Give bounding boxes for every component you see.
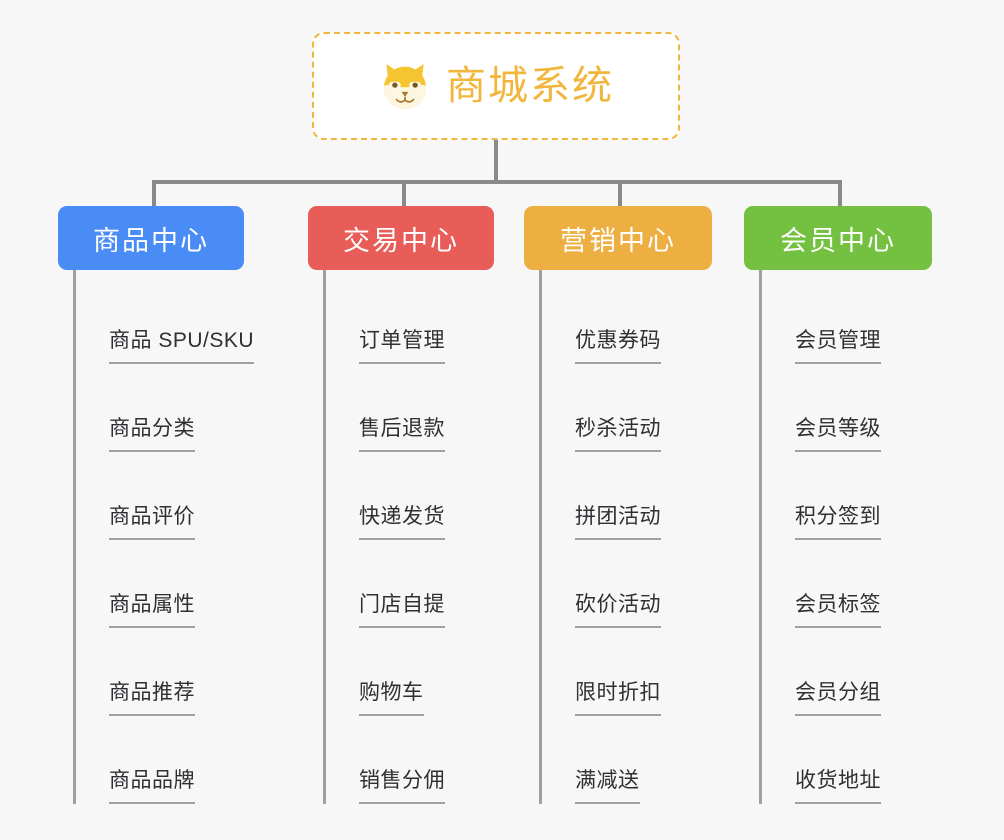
leaf-label: 砍价活动 [575,594,661,628]
leaf-label: 商品 SPU/SKU [109,330,255,364]
root-node[interactable]: 商城系统 [312,32,680,140]
leaf-item[interactable]: 会员标签 [762,540,932,628]
branch-member-center: 会员中心 会员管理 会员等级 积分签到 会员标签 会员分组 收货地址 [744,206,932,804]
leaf-list-trade-center: 订单管理 售后退款 快递发货 门店自提 购物车 销售分佣 [323,270,494,804]
leaf-item[interactable]: 会员管理 [762,276,932,364]
branch-header-member-center[interactable]: 会员中心 [744,206,932,270]
leaf-list-product-center: 商品 SPU/SKU 商品分类 商品评价 商品属性 商品推荐 商品品牌 [73,270,255,804]
leaf-item[interactable]: 商品推荐 [76,628,254,716]
connector-drop-2 [402,180,406,208]
leaf-label: 优惠券码 [575,330,661,364]
leaf-label: 收货地址 [795,770,881,804]
branch-trade-center: 交易中心 订单管理 售后退款 快递发货 门店自提 购物车 销售分佣 [308,206,494,804]
leaf-item[interactable]: 会员分组 [762,628,932,716]
connector-root-stem [494,140,498,183]
leaf-label: 商品分类 [109,418,195,452]
branch-marketing-center: 营销中心 优惠券码 秒杀活动 拼团活动 砍价活动 限时折扣 满减送 [524,206,712,804]
leaf-item[interactable]: 会员等级 [762,364,932,452]
leaf-label: 订单管理 [359,330,445,364]
leaf-item[interactable]: 秒杀活动 [542,364,712,452]
leaf-label: 商品推荐 [109,682,195,716]
leaf-item[interactable]: 拼团活动 [542,452,712,540]
leaf-label: 会员标签 [795,594,881,628]
leaf-item[interactable]: 商品评价 [76,452,254,540]
leaf-label: 商品属性 [109,594,195,628]
branch-header-trade-center[interactable]: 交易中心 [308,206,494,270]
leaf-label: 拼团活动 [575,506,661,540]
leaf-list-member-center: 会员管理 会员等级 积分签到 会员标签 会员分组 收货地址 [759,270,932,804]
branch-header-product-center[interactable]: 商品中心 [58,206,244,270]
leaf-item[interactable]: 商品品牌 [76,716,254,804]
leaf-item[interactable]: 商品分类 [76,364,254,452]
leaf-item[interactable]: 满减送 [542,716,712,804]
leaf-label: 积分签到 [795,506,881,540]
leaf-label: 秒杀活动 [575,418,661,452]
connector-drop-4 [838,180,842,208]
leaf-item[interactable]: 门店自提 [326,540,494,628]
root-title: 商城系统 [446,64,614,108]
leaf-item[interactable]: 商品 SPU/SKU [76,276,255,364]
leaf-label: 商品品牌 [109,770,195,804]
leaf-label: 售后退款 [359,418,445,452]
leaf-label: 满减送 [575,770,640,804]
connector-drop-3 [618,180,622,208]
leaf-item[interactable]: 砍价活动 [542,540,712,628]
leaf-label: 限时折扣 [575,682,661,716]
shiba-inu-icon [383,64,427,109]
leaf-item[interactable]: 售后退款 [326,364,494,452]
leaf-label: 门店自提 [359,594,445,628]
leaf-item[interactable]: 积分签到 [762,452,932,540]
leaf-list-marketing-center: 优惠券码 秒杀活动 拼团活动 砍价活动 限时折扣 满减送 [539,270,712,804]
leaf-label: 销售分佣 [359,770,445,804]
leaf-label: 快递发货 [359,506,445,540]
leaf-item[interactable]: 商品属性 [76,540,254,628]
branch-header-marketing-center[interactable]: 营销中心 [524,206,712,270]
leaf-item[interactable]: 销售分佣 [326,716,494,804]
leaf-label: 会员等级 [795,418,881,452]
leaf-item[interactable]: 收货地址 [762,716,932,804]
branch-product-center: 商品中心 商品 SPU/SKU 商品分类 商品评价 商品属性 商品推荐 商品品牌 [58,206,255,804]
leaf-item[interactable]: 优惠券码 [542,276,712,364]
leaf-label: 会员分组 [795,682,881,716]
leaf-label: 会员管理 [795,330,881,364]
leaf-item[interactable]: 快递发货 [326,452,494,540]
connector-drop-1 [152,180,156,208]
leaf-item[interactable]: 订单管理 [326,276,494,364]
leaf-item[interactable]: 限时折扣 [542,628,712,716]
connector-horizontal-bus [152,180,842,184]
leaf-label: 购物车 [359,682,424,716]
leaf-item[interactable]: 购物车 [326,628,494,716]
leaf-label: 商品评价 [109,506,195,540]
